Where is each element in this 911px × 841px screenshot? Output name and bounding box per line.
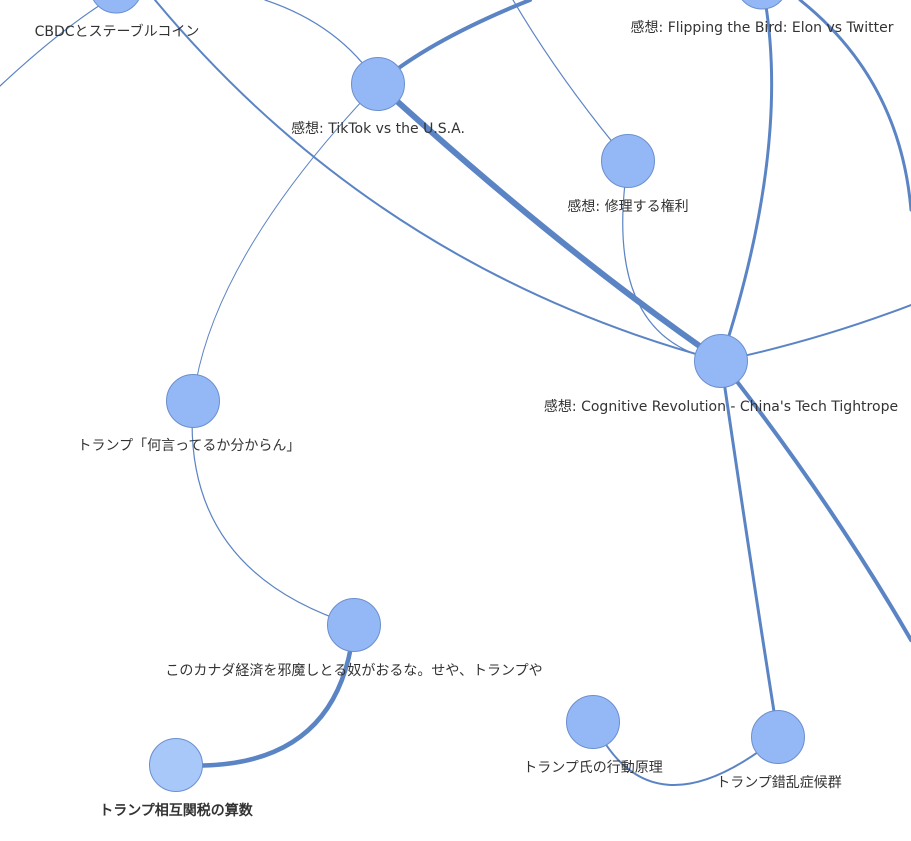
node-repair[interactable] bbox=[601, 134, 655, 188]
edge-tiktok-trumptalk bbox=[192, 83, 379, 402]
graph-nodes bbox=[90, 0, 805, 792]
edge-repair-china bbox=[622, 160, 722, 362]
node-canada[interactable] bbox=[327, 598, 381, 652]
label-tiktok[interactable]: 感想: TikTok vs the U.S.A. bbox=[291, 120, 465, 137]
edge-china-syndrome bbox=[719, 359, 780, 739]
graph-labels: CBDCとステーブルコイン 感想: TikTok vs the U.S.A. 感… bbox=[35, 19, 898, 819]
label-canada[interactable]: このカナダ経済を邪魔しとる奴がおるな。せや、トランプや bbox=[165, 662, 542, 679]
node-tiktok[interactable] bbox=[351, 57, 405, 111]
node-behavior[interactable] bbox=[566, 695, 620, 749]
node-cbdc[interactable] bbox=[90, 0, 142, 14]
edge-bird-china bbox=[719, 0, 774, 363]
label-bird[interactable]: 感想: Flipping the Bird: Elon vs Twitter bbox=[631, 19, 894, 36]
node-syndrome[interactable] bbox=[751, 710, 805, 764]
edge-tiktok-china bbox=[375, 81, 724, 364]
edge-cbdc-china bbox=[154, 0, 722, 362]
label-cbdc[interactable]: CBDCとステーブルコイン bbox=[35, 23, 200, 40]
edge-china-offscreen-bottom bbox=[719, 359, 911, 642]
node-bird[interactable] bbox=[736, 0, 788, 10]
graph-edges bbox=[0, 0, 911, 786]
label-trump-talk[interactable]: トランプ「何言ってるか分からん」 bbox=[78, 438, 301, 454]
node-tariff[interactable] bbox=[149, 738, 203, 792]
edge-behavior-syndrome bbox=[592, 721, 779, 786]
label-behavior[interactable]: トランプ氏の行動原理 bbox=[523, 760, 663, 776]
edge-offscreen-left bbox=[0, 0, 109, 87]
edge-canada-tariff bbox=[173, 622, 357, 768]
edge-offscreen-repair bbox=[512, 0, 629, 162]
label-syndrome[interactable]: トランプ錯乱症候群 bbox=[716, 775, 842, 791]
edge-china-offscreen-right bbox=[720, 304, 911, 362]
edge-trumptalk-canada bbox=[191, 400, 355, 626]
label-china[interactable]: 感想: Cognitive Revolution - China's Tech … bbox=[544, 398, 898, 415]
node-trump-talk[interactable] bbox=[166, 374, 220, 428]
edge-bird-offscreen bbox=[798, 0, 911, 212]
label-tariff[interactable]: トランプ相互関税の算数 bbox=[99, 802, 254, 819]
label-repair[interactable]: 感想: 修理する権利 bbox=[567, 198, 688, 215]
node-china[interactable] bbox=[694, 334, 748, 388]
